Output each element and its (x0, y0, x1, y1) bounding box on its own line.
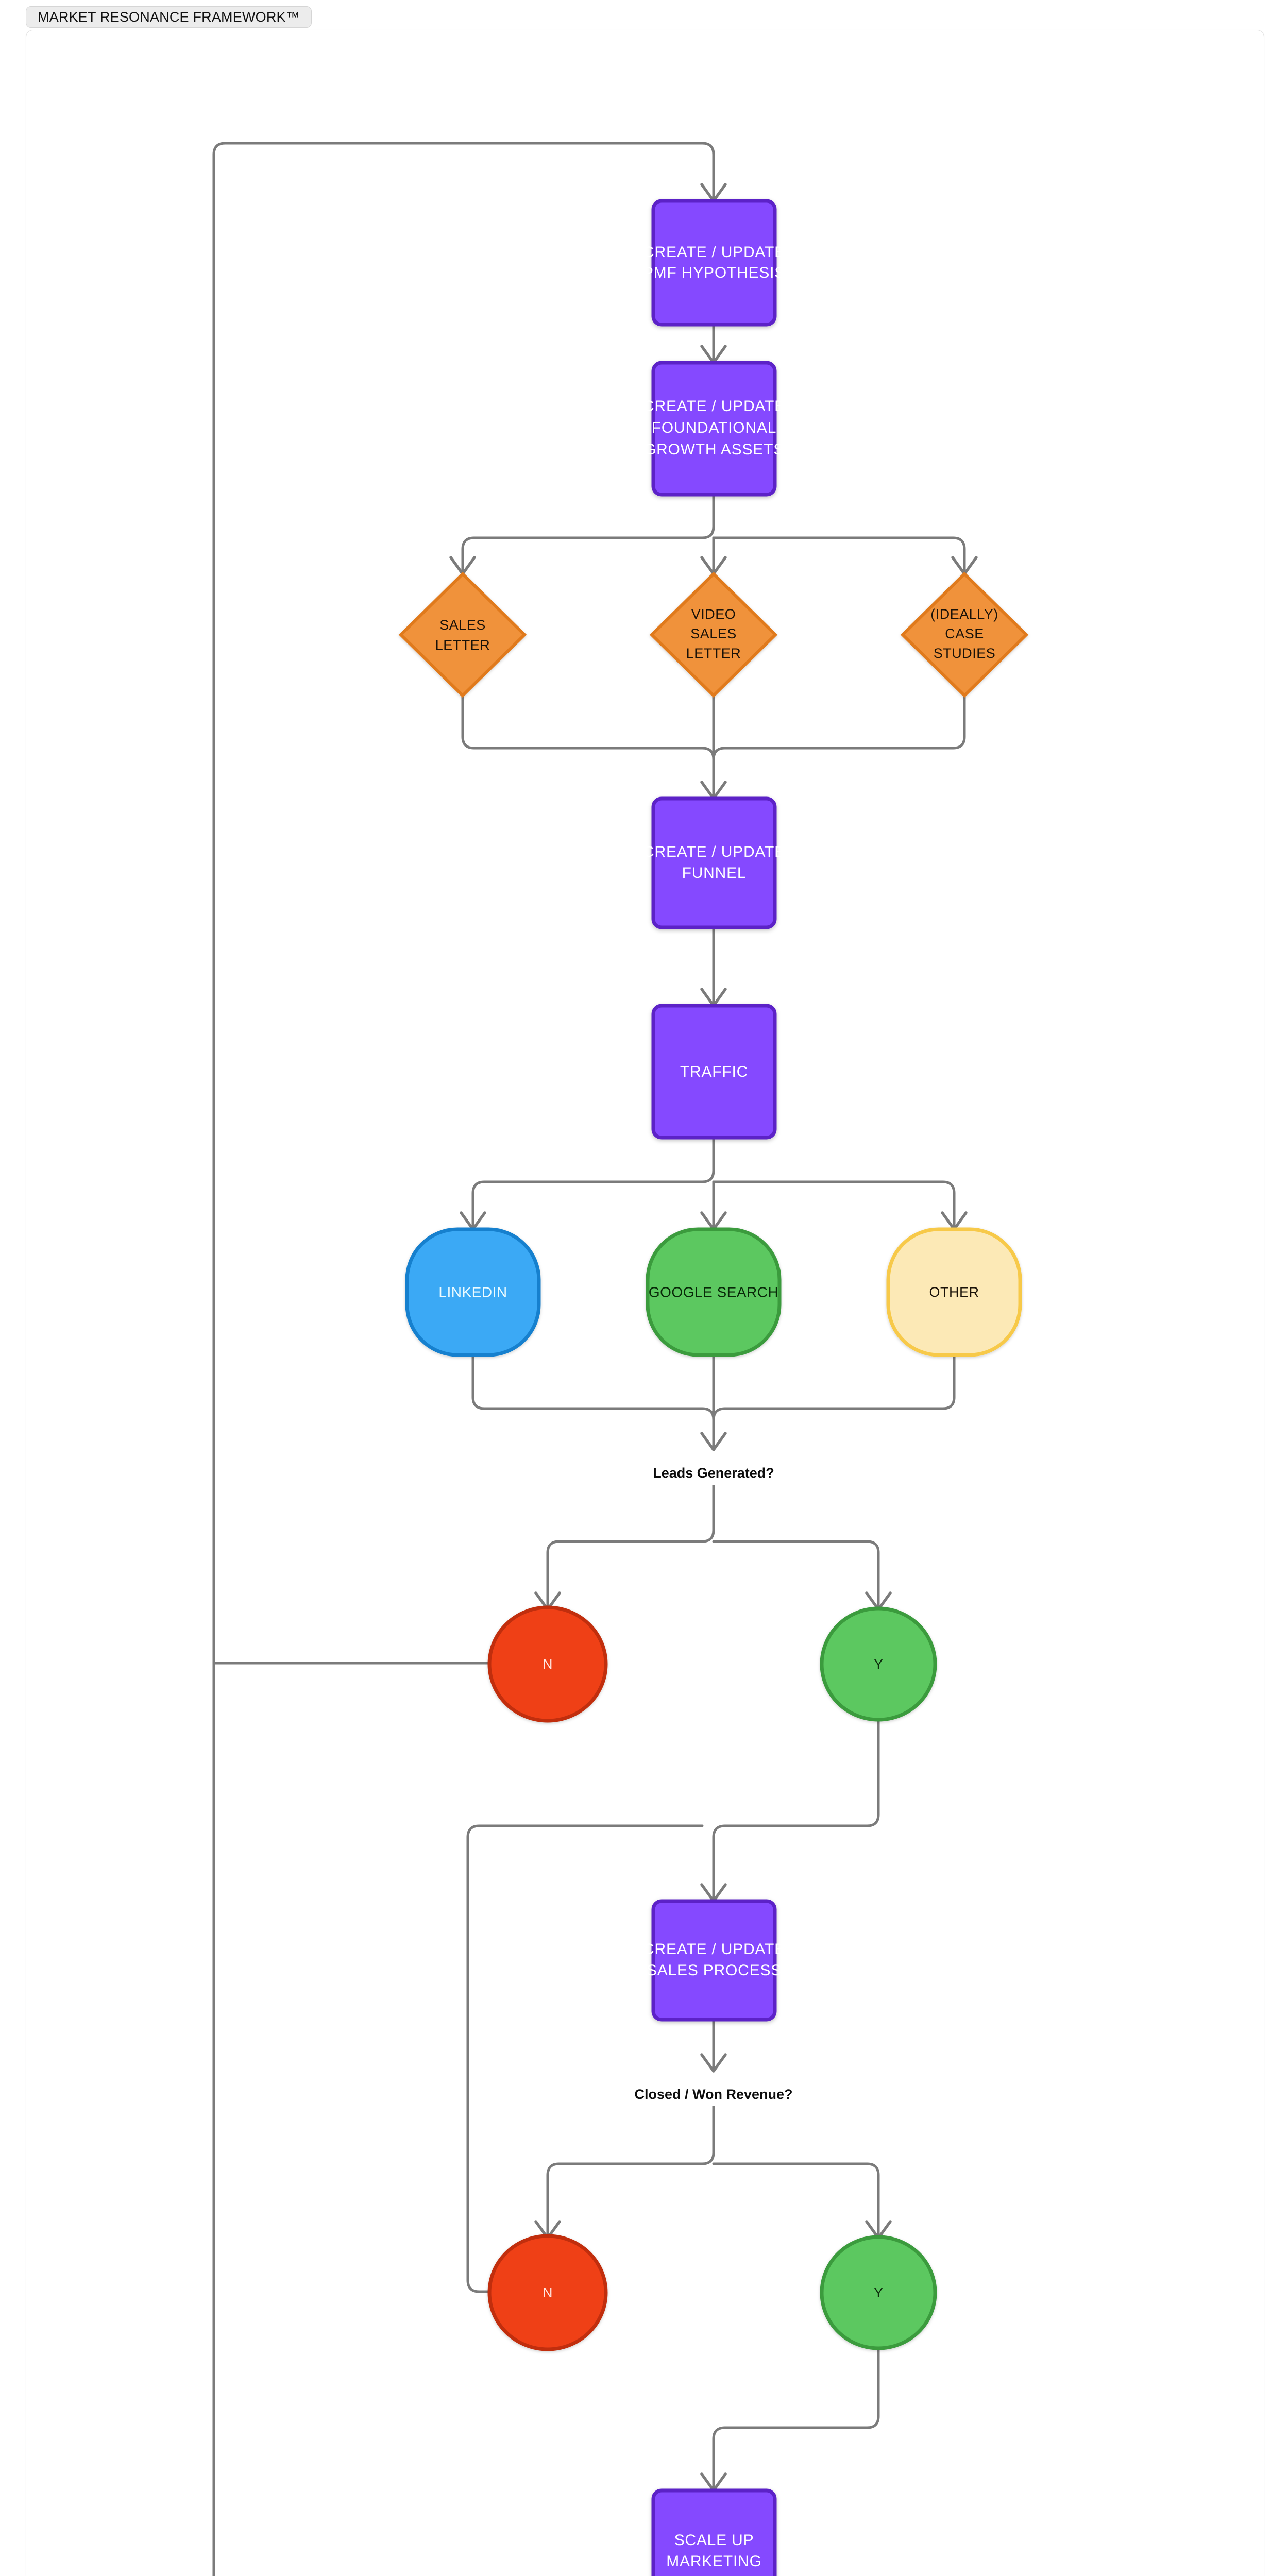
diagram-canvas (26, 30, 1264, 2576)
edge-traffic-other (712, 1180, 956, 1229)
node-shape-other (886, 1227, 1022, 1357)
node-scale-up-marketing[interactable]: SCALE UP MARKETING (651, 2488, 777, 2576)
node-shape-assets (651, 361, 777, 497)
node-google-search[interactable]: GOOGLE SEARCH (646, 1227, 782, 1357)
edge-label-text-leads: Leads Generated? (653, 1465, 774, 1481)
edge-leadsq-split (546, 1477, 715, 1609)
edge-label-bg-revenue (605, 2083, 822, 2106)
node-video-sales-letter[interactable]: VIDEO SALES LETTER (649, 571, 778, 698)
node-leads-yes[interactable]: Y (820, 1606, 937, 1722)
node-shape-pmf (651, 199, 777, 327)
node-shape-video-sales-letter (649, 571, 778, 698)
edge-cases-to-funnel (712, 695, 966, 761)
node-shape-case-studies (900, 571, 1029, 698)
node-shape-funnel (651, 796, 777, 929)
edge-label-bg-leads (626, 1462, 801, 1485)
node-shape-traffic (651, 1004, 777, 1140)
edge-revn-loopback (466, 1824, 704, 2293)
arrowhead-salesproc-revq (700, 2053, 727, 2073)
node-shape-revenue-no (487, 2234, 608, 2351)
node-create-update-sales-process[interactable]: CREATE / UPDATE SALES PROCESS (643, 1899, 785, 2022)
node-shape-leads-yes (820, 1606, 937, 1722)
node-ideally-case-studies[interactable]: (IDEALLY) CASE STUDIES (900, 571, 1029, 698)
node-create-update-pmf-hypothesis[interactable]: CREATE / UPDATE PMF HYPOTHESIS (643, 199, 785, 327)
node-sales-letter[interactable]: SALES LETTER (398, 571, 527, 698)
edge-label-closed-won-revenue: Closed / Won Revenue? (605, 2083, 822, 2106)
edge-leadsy-to-salesproc (712, 1717, 880, 1901)
node-shape-sales-letter (398, 571, 527, 698)
node-traffic[interactable]: TRAFFIC (651, 1004, 777, 1140)
node-create-update-funnel[interactable]: CREATE / UPDATE FUNNEL (643, 796, 785, 929)
node-shape-scale-up (651, 2488, 777, 2576)
edge-revq-y (712, 2162, 880, 2238)
node-create-update-foundational-growth-assets[interactable]: CREATE / UPDATE FOUNDATIONAL GROWTH ASSE… (643, 361, 785, 497)
node-linkedin[interactable]: LINKEDIN (405, 1227, 541, 1357)
connector-layer (212, 142, 978, 2576)
edge-revy-to-scale (712, 2346, 880, 2490)
node-revenue-no[interactable]: N (487, 2234, 608, 2351)
framework-title-chip[interactable]: MARKET RESONANCE FRAMEWORK™ (26, 6, 312, 28)
node-shape-leads-no (487, 1605, 608, 1723)
edge-label-text-revenue: Closed / Won Revenue? (634, 2087, 792, 2102)
node-revenue-yes[interactable]: Y (820, 2235, 937, 2350)
edge-assets-fanout (461, 493, 715, 573)
node-shape-linkedin (405, 1227, 541, 1357)
edge-sl-to-funnel (461, 695, 715, 798)
arrowhead-to-leadsq (700, 1432, 727, 1451)
edge-linkedin-to-leadsq (471, 1353, 715, 1449)
edge-leadsq-y (712, 1540, 880, 1609)
node-other[interactable]: OTHER (886, 1227, 1022, 1357)
edge-assets-cases (712, 536, 966, 573)
page-title: MARKET RESONANCE FRAMEWORK™ (38, 9, 300, 25)
edge-traffic-fanout (471, 1136, 715, 1229)
node-shape-revenue-yes (820, 2235, 937, 2350)
node-leads-no[interactable]: N (487, 1605, 608, 1723)
edge-scale-to-pmf (212, 142, 715, 2576)
node-shape-sales-process (651, 1899, 777, 2022)
edge-other-to-leadsq (712, 1353, 956, 1421)
node-shape-google-search (646, 1227, 782, 1357)
edge-label-leads-generated: Leads Generated? (626, 1462, 801, 1485)
edge-revq-split (546, 2099, 715, 2238)
